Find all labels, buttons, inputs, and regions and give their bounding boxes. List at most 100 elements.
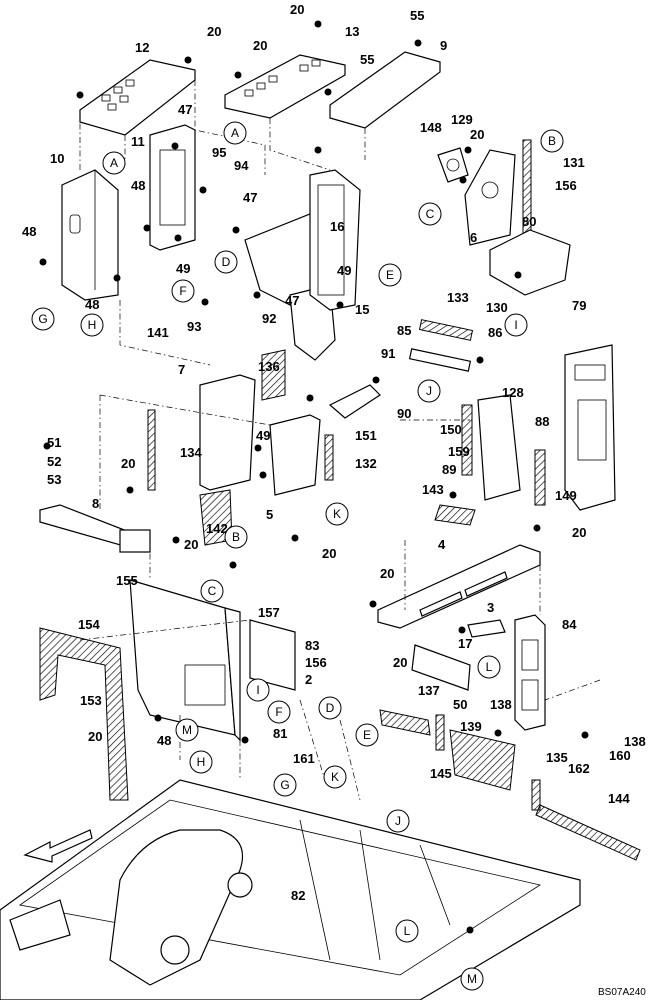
reference-letter: H (88, 318, 97, 332)
part-number-callout: 4 (438, 537, 446, 552)
part-number-callout: 12 (135, 40, 149, 55)
reference-letter-marker: A (223, 121, 247, 145)
cover-4 (377, 544, 541, 629)
part-number-callout: 82 (291, 888, 305, 903)
seal-138-a (435, 714, 445, 751)
reference-letter: F (179, 284, 186, 298)
reference-letter-marker: D (214, 250, 238, 274)
part-number-callout: 8 (92, 496, 99, 511)
part-number-callout: 155 (116, 573, 138, 588)
part-number-callout: 160 (609, 748, 631, 763)
part-number-callout: 86 (488, 325, 502, 340)
panel-14 (309, 169, 361, 311)
part-number-callout: 145 (430, 766, 452, 781)
part-number-callout: 20 (207, 24, 221, 39)
part-number-callout: 6 (470, 230, 477, 245)
reference-circle (417, 379, 441, 403)
part-number-callout: 49 (256, 428, 270, 443)
part-number-callout: 20 (393, 655, 407, 670)
part-number-callout: 13 (345, 24, 359, 39)
reference-letter: L (486, 660, 493, 674)
part-number-callout: 20 (380, 566, 394, 581)
part-number-callout: 47 (285, 293, 299, 308)
reference-letter: M (467, 972, 477, 986)
part-number-callout: 11 (131, 134, 145, 149)
seal-136 (261, 349, 286, 401)
reference-letter: E (386, 268, 394, 282)
reference-circle (223, 121, 247, 145)
reference-letter: D (326, 701, 335, 715)
bolts (39, 20, 589, 934)
part-number-callout: 20 (184, 537, 198, 552)
reference-letter-marker: F (171, 279, 195, 303)
reference-circle (477, 655, 501, 679)
part-number-callout: 157 (258, 605, 280, 620)
part-number-callout: 84 (562, 617, 577, 632)
reference-circle (80, 313, 104, 337)
reference-letter: C (426, 207, 435, 221)
part-number-callout: 151 (355, 428, 377, 443)
part-number-callout: 88 (535, 414, 549, 429)
part-number-callout: 80 (522, 214, 536, 229)
part-number-callout: 7 (178, 362, 185, 377)
seal-143 (434, 504, 476, 526)
reference-letter-marker: I (246, 678, 270, 702)
seal-155 (39, 627, 129, 801)
frame-upper (269, 414, 321, 496)
reference-letter: J (395, 814, 401, 828)
reference-letter-marker: G (31, 307, 55, 331)
part-number-callout: 55 (360, 52, 374, 67)
reference-circle (378, 263, 402, 287)
part-number-callout: 159 (448, 444, 470, 459)
part-number-callout: 92 (262, 311, 276, 326)
part-number-callout: 142 (206, 521, 228, 536)
part-number-callout: 136 (258, 359, 280, 374)
part-number-callout: 137 (418, 683, 440, 698)
upper-frame (0, 779, 581, 1000)
reference-letter-marker: C (200, 579, 224, 603)
reference-letter-marker: I (504, 313, 528, 337)
part-number-callout: 129 (451, 112, 473, 127)
seal-134 (147, 409, 156, 491)
part-number-callout: 49 (176, 261, 190, 276)
reference-circle (395, 919, 419, 943)
reference-letter-marker: E (378, 263, 402, 287)
reference-circle (189, 750, 213, 774)
reference-letter-marker: E (355, 723, 379, 747)
part-number-callout: 55 (410, 8, 424, 23)
part-number-callout: 51 (47, 435, 61, 450)
reference-letter: G (38, 312, 47, 326)
reference-letter: I (256, 683, 259, 697)
reference-letter-marker: L (477, 655, 501, 679)
part-number-callout: 85 (397, 323, 411, 338)
reference-letter-marker: G (273, 773, 297, 797)
reference-letter: G (280, 778, 289, 792)
frame-11 (149, 124, 196, 251)
part-number-callout: 20 (322, 546, 336, 561)
part-number-callout: 149 (555, 488, 577, 503)
box-79 (489, 229, 571, 296)
bracket-8 (39, 504, 151, 553)
part-number-callout: 133 (447, 290, 469, 305)
reference-letter: I (514, 318, 517, 332)
part-number-callout: 48 (157, 733, 171, 748)
part-number-callout: 135 (546, 750, 568, 765)
reference-letter-marker: K (325, 502, 349, 526)
part-number-callout: 53 (47, 472, 61, 487)
panel-10 (61, 169, 119, 301)
reference-circle (325, 502, 349, 526)
drawing-code: BS07A240 (598, 987, 646, 998)
part-number-callout: 81 (273, 726, 287, 741)
reference-letter-marker: M (460, 967, 484, 991)
part-number-callout: 17 (458, 636, 472, 651)
part-number-callout: 131 (563, 155, 585, 170)
part-number-callout: 132 (355, 456, 377, 471)
reference-circle (214, 250, 238, 274)
reference-letter-marker: H (189, 750, 213, 774)
part-number-callout: 153 (80, 693, 102, 708)
frame-3 (514, 614, 546, 731)
reference-letter-marker: L (395, 919, 419, 943)
part-number-callout: 20 (470, 127, 484, 142)
